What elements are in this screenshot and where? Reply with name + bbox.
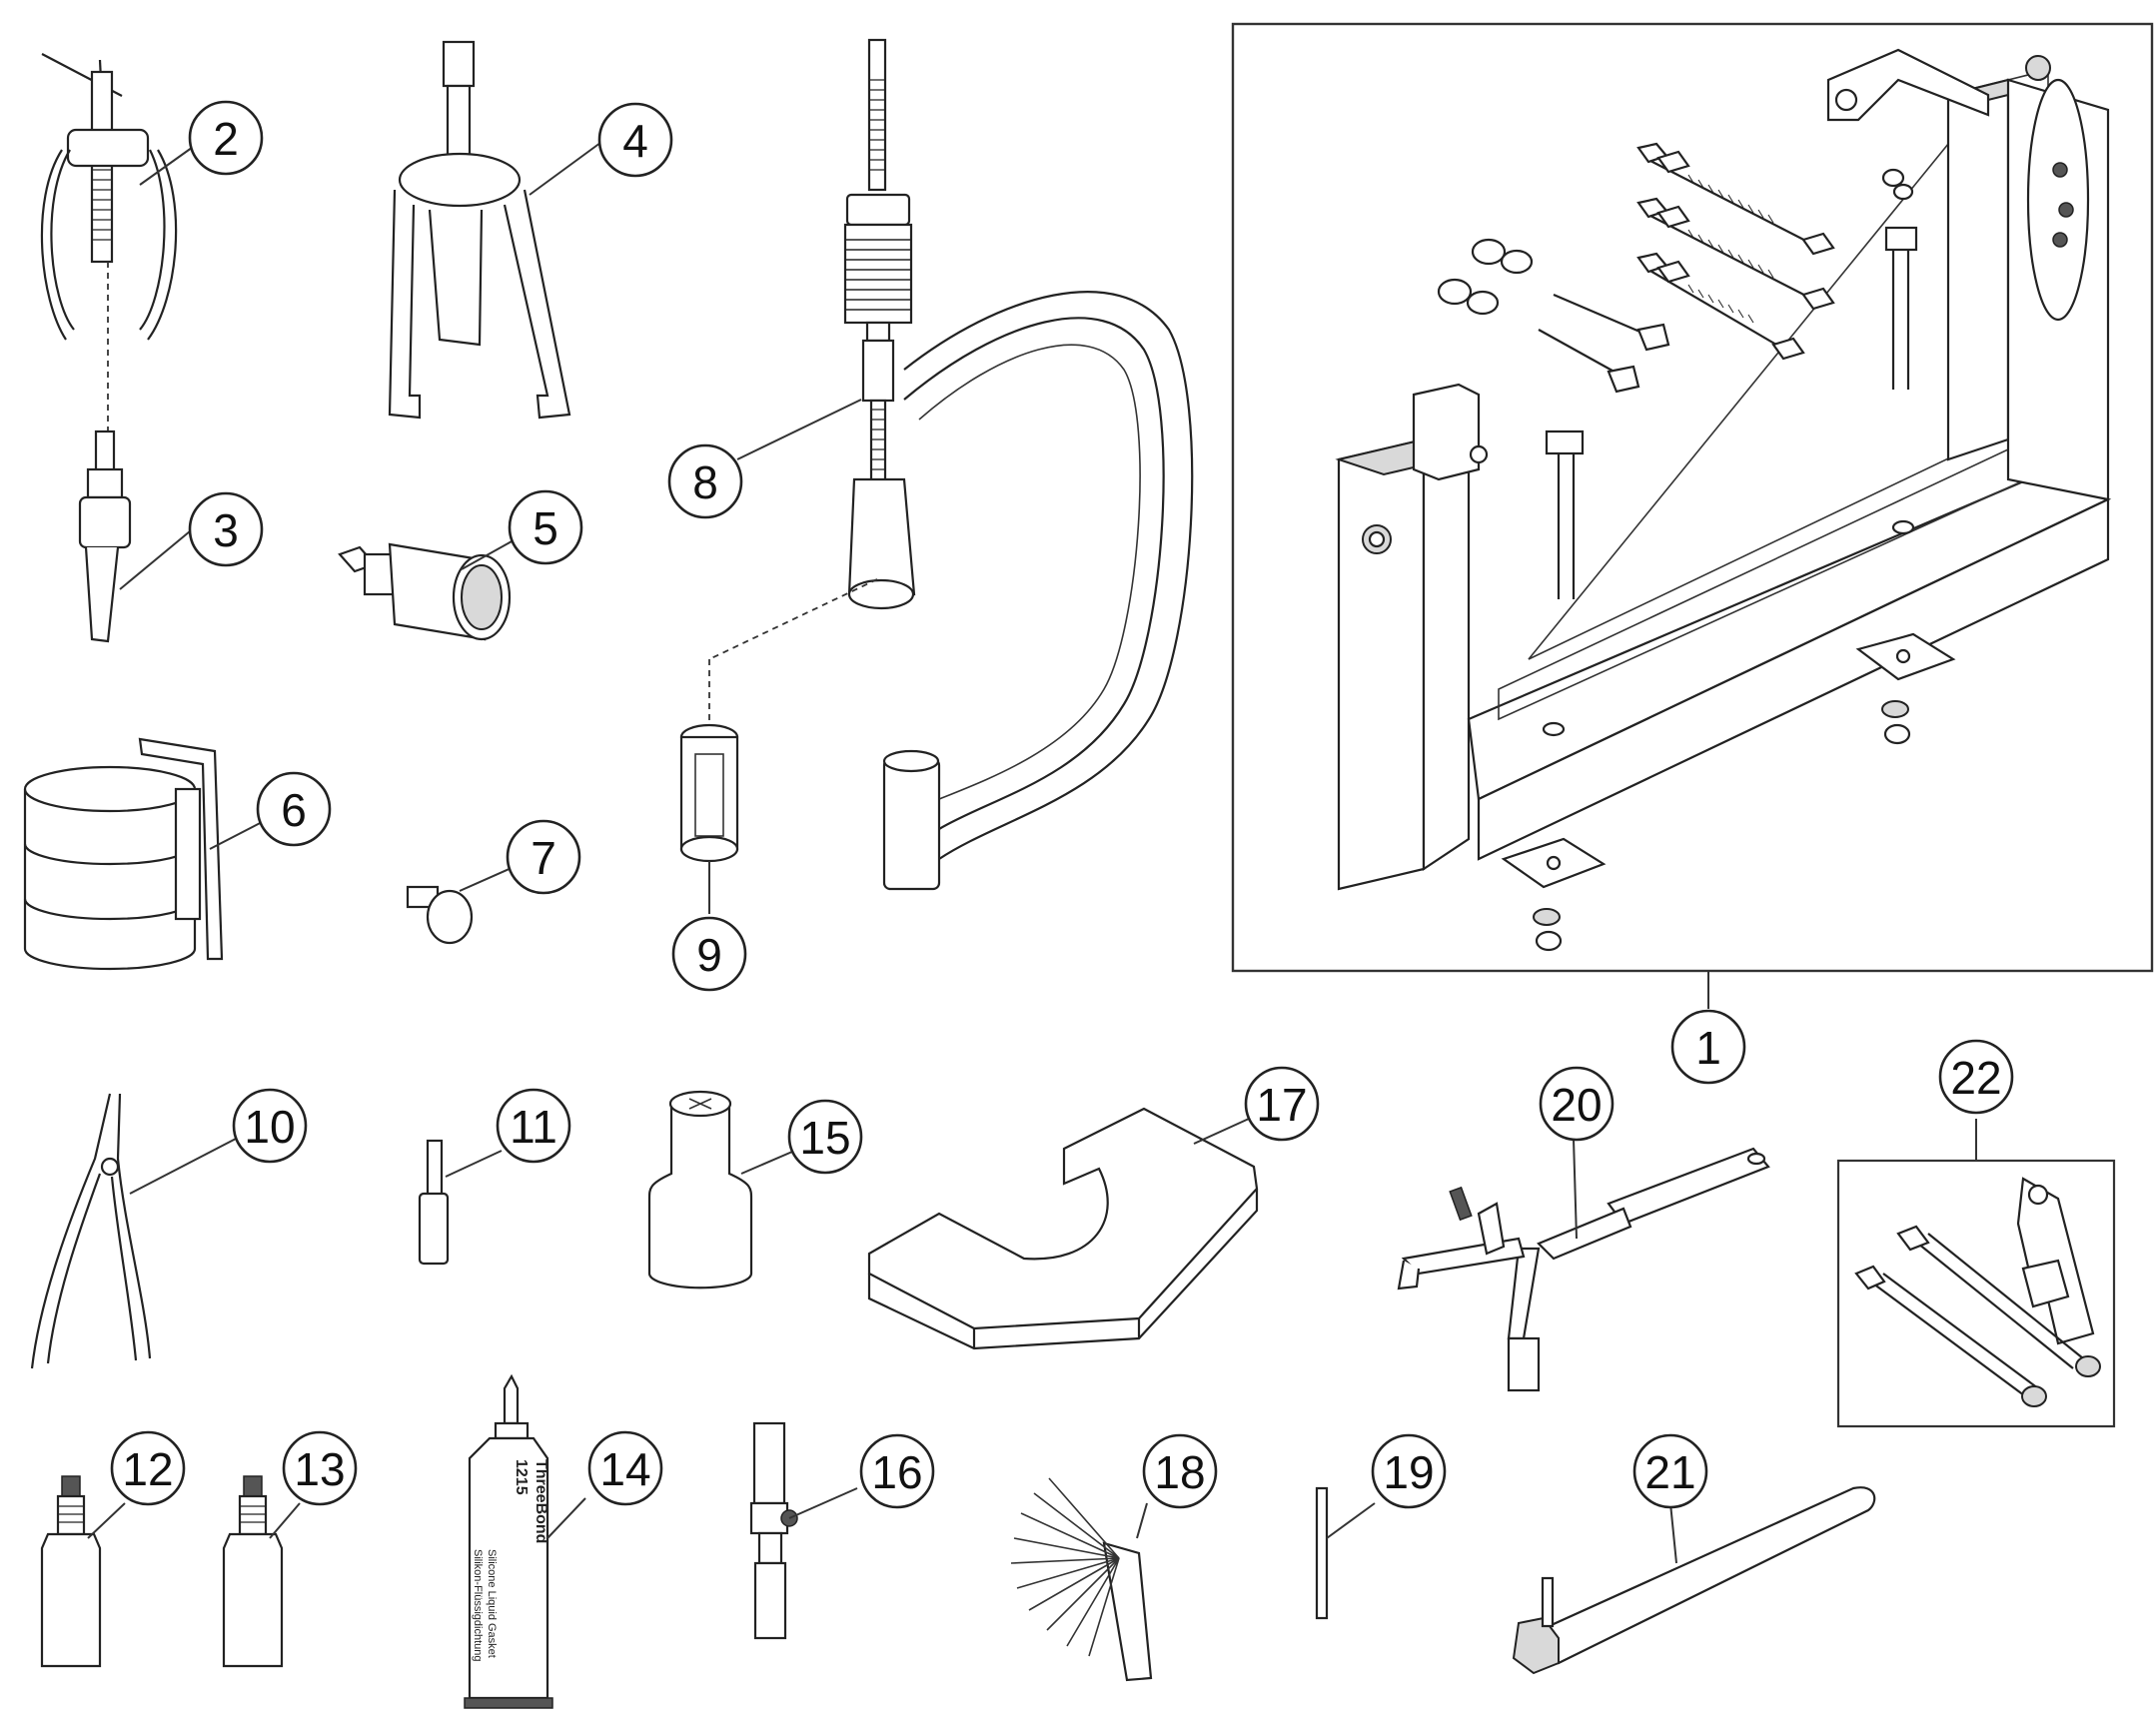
callout-21: 21 [1632, 1433, 1708, 1509]
callout-14: 14 [587, 1430, 663, 1506]
callout-number: 7 [531, 832, 556, 884]
part-12-sealant-bottle [40, 1475, 126, 1668]
part-21-pin-spanner [1512, 1486, 1876, 1675]
callout-13: 13 [282, 1430, 358, 1506]
callout-number: 8 [692, 456, 718, 508]
part-4-three-jaw-puller [388, 40, 605, 420]
part-15-socket [647, 1090, 800, 1290]
callout-7: 7 [506, 819, 581, 895]
part-1-frame-box [1231, 22, 2154, 973]
callout-number: 3 [213, 504, 239, 556]
callout-circle [1632, 1433, 1708, 1509]
callout-2: 2 [188, 100, 264, 176]
callout-number: 22 [1950, 1052, 2001, 1104]
callout-circle [496, 1088, 571, 1164]
callout-circle [671, 916, 747, 992]
part-13-sealant-bottle [222, 1475, 301, 1668]
callout-9: 9 [671, 916, 747, 992]
callout-12: 12 [110, 1430, 186, 1506]
callout-circle [232, 1088, 308, 1164]
callout-15: 15 [787, 1099, 863, 1175]
callout-11: 11 [496, 1088, 571, 1164]
callout-17: 17 [1244, 1066, 1320, 1142]
part-9-cage [679, 723, 739, 914]
callout-22: 22 [1938, 1039, 2014, 1115]
callout-circle [1371, 1433, 1447, 1509]
callout-circle [256, 771, 332, 847]
part-8-valve-spring-compressor [708, 18, 1194, 891]
callout-8: 8 [667, 443, 743, 519]
tube-brand: ThreeBond [533, 1459, 549, 1543]
callout-6: 6 [256, 771, 332, 847]
callout-4: 4 [597, 102, 673, 178]
callout-number: 11 [510, 1101, 557, 1153]
callout-number: 14 [599, 1443, 650, 1495]
callout-circle [1938, 1039, 2014, 1115]
part-20-holding-tool [1397, 1138, 1770, 1392]
part-6-ring-compressor [23, 737, 269, 971]
tube-label-line1: Silicone Liquid Gasket [486, 1549, 498, 1658]
callout-number: 21 [1644, 1446, 1695, 1498]
callout-1: 1 [1670, 1009, 1746, 1085]
part-3-adapter [78, 430, 197, 643]
callout-5: 5 [508, 489, 583, 565]
part-17-support-plate [867, 1107, 1259, 1350]
part-18-feeler-gauge [1010, 1477, 1153, 1682]
part-14-sealant-tube: ThreeBond 1215 Silicone Liquid Gasket Si… [464, 1373, 586, 1709]
callout-number: 18 [1154, 1446, 1205, 1498]
tube-number: 1215 [513, 1459, 530, 1495]
part-2-puller [40, 53, 197, 439]
callout-number: 10 [244, 1101, 295, 1153]
part-19-pin [1315, 1486, 1376, 1620]
part-22-bracket-kit [1836, 1119, 2116, 1428]
callout-circle [188, 100, 264, 176]
callout-number: 2 [213, 113, 239, 165]
callout-number: 4 [622, 115, 648, 167]
callout-19: 19 [1371, 1433, 1447, 1509]
part-7-valve-tool [406, 866, 515, 945]
callout-circle [110, 1430, 186, 1506]
callout-number: 5 [533, 502, 558, 554]
callout-number: 15 [799, 1112, 850, 1164]
callout-number: 16 [871, 1446, 922, 1498]
callout-10: 10 [232, 1088, 308, 1164]
callout-3: 3 [188, 491, 264, 567]
callout-number: 1 [1695, 1022, 1721, 1074]
callout-number: 20 [1551, 1079, 1602, 1131]
part-1-engine-stand [1231, 22, 2154, 973]
callout-number: 6 [281, 784, 307, 836]
tube-label: ThreeBond 1215 Silicone Liquid Gasket Si… [472, 1459, 549, 1662]
part-5-adapter [338, 530, 531, 641]
callout-circle [188, 491, 264, 567]
callout-circle [667, 443, 743, 519]
callout-20: 20 [1539, 1066, 1615, 1142]
part-16-bit-driver [749, 1421, 858, 1640]
callout-number: 13 [294, 1443, 345, 1495]
callout-circle [1539, 1066, 1615, 1142]
callout-circle [1244, 1066, 1320, 1142]
callout-18: 18 [1142, 1433, 1218, 1509]
callout-circle [506, 819, 581, 895]
part-10-circlip-pliers [30, 1093, 237, 1369]
callout-circle [1142, 1433, 1218, 1509]
callout-circle [597, 102, 673, 178]
callout-circle [787, 1099, 863, 1175]
tube-label-line2: Silikon-Flüssigdichtung [472, 1549, 484, 1662]
callout-circle [859, 1433, 935, 1509]
callout-circle [282, 1430, 358, 1506]
part-11-pin-drift [418, 1139, 503, 1266]
callout-circle [587, 1430, 663, 1506]
callout-circle [1670, 1009, 1746, 1085]
callout-number: 17 [1256, 1079, 1307, 1131]
callout-circle [508, 489, 583, 565]
callout-16: 16 [859, 1433, 935, 1509]
callout-number: 9 [696, 929, 722, 981]
callout-number: 19 [1383, 1446, 1434, 1498]
callout-number: 12 [122, 1443, 173, 1495]
